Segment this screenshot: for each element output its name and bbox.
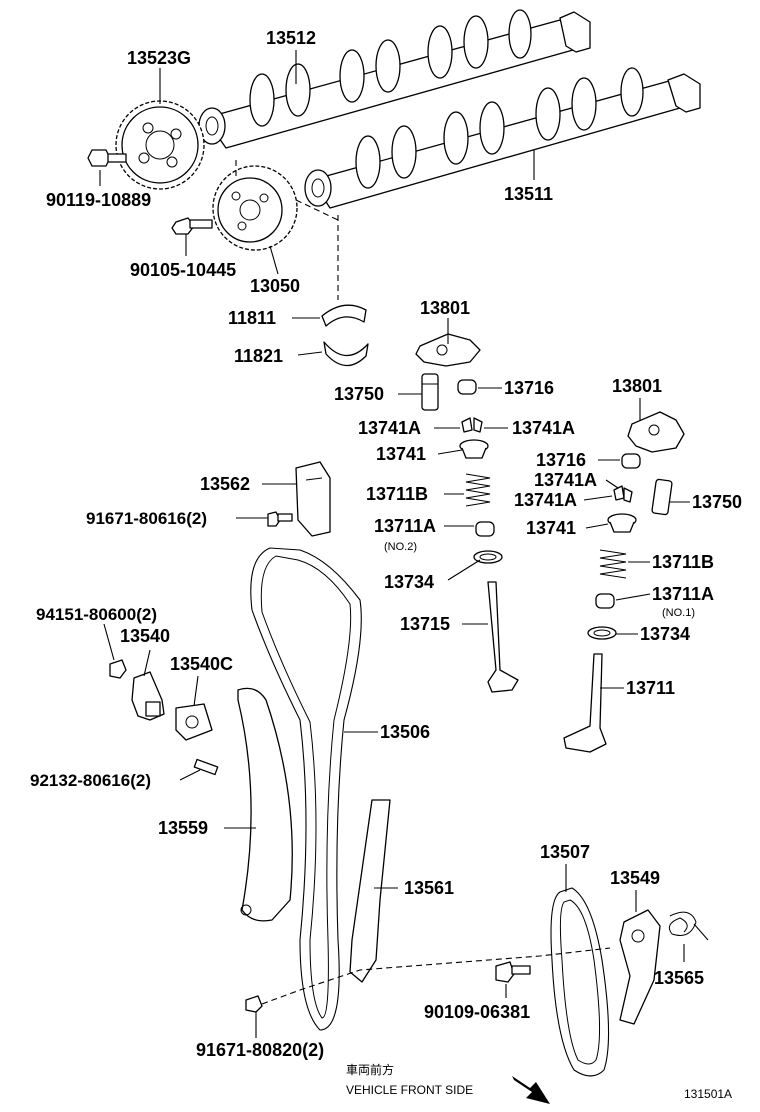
label-13565: 13565 bbox=[654, 968, 704, 988]
keepers-lower bbox=[613, 485, 633, 503]
vvt-bolt bbox=[171, 217, 213, 235]
label-94151-80600: 94151-80600(2) bbox=[36, 605, 157, 624]
label-13711: 13711 bbox=[626, 678, 675, 698]
timing-chain-sub bbox=[550, 887, 610, 1077]
label-13741-lower: 13741 bbox=[526, 518, 576, 538]
valve-spring-lower bbox=[599, 549, 627, 579]
lash-adjuster-upper bbox=[421, 373, 439, 411]
spacer-lower bbox=[621, 453, 641, 469]
chain-tensioner bbox=[131, 671, 165, 721]
label-13540: 13540 bbox=[120, 626, 170, 646]
label-91671-80820: 91671-80820(2) bbox=[196, 1040, 324, 1060]
arm-bolt bbox=[495, 961, 531, 983]
tensioner-gasket bbox=[175, 703, 213, 741]
label-13506: 13506 bbox=[380, 722, 430, 742]
label-13715: 13715 bbox=[400, 614, 450, 634]
front-text: VEHICLE FRONT SIDE bbox=[346, 1083, 473, 1097]
label-90109-06381: 90109-06381 bbox=[424, 1002, 530, 1022]
chain-damper bbox=[295, 461, 331, 537]
timing-chain-main bbox=[250, 547, 362, 1031]
intake-valve bbox=[563, 653, 607, 753]
label-13711a-lower: 13711A bbox=[652, 584, 714, 604]
leader-lines bbox=[99, 50, 690, 1038]
label-13750-lower: 13750 bbox=[692, 492, 742, 512]
note-no2: (NO.2) bbox=[384, 541, 417, 553]
bearing-upper bbox=[321, 304, 367, 327]
label-13741a-left: 13741A bbox=[358, 418, 421, 438]
rocker-arm-upper bbox=[415, 333, 481, 367]
damper-bolt bbox=[267, 511, 293, 527]
label-13750-upper: 13750 bbox=[334, 384, 384, 404]
exhaust-valve bbox=[487, 581, 519, 693]
exhaust-sprocket bbox=[115, 100, 205, 190]
tensioner-stud bbox=[193, 758, 219, 776]
exhaust-camshaft bbox=[198, 9, 591, 149]
label-11821: 11821 bbox=[234, 346, 283, 366]
rocker-arm-lower bbox=[627, 411, 685, 453]
intake-camshaft bbox=[304, 67, 701, 209]
label-91671-80616: 91671-80616(2) bbox=[86, 509, 207, 528]
label-13507: 13507 bbox=[540, 842, 590, 862]
diagram-id: 131501A bbox=[684, 1087, 732, 1101]
sprocket-bolt bbox=[87, 149, 127, 167]
tensioner-spring bbox=[668, 911, 709, 941]
label-13711a-upper: 13711A bbox=[374, 516, 436, 536]
label-92132-80616: 92132-80616(2) bbox=[30, 771, 151, 790]
label-11811: 11811 bbox=[228, 308, 276, 328]
label-13801-upper: 13801 bbox=[420, 298, 470, 318]
chain-guide bbox=[349, 799, 391, 983]
label-13050: 13050 bbox=[250, 276, 300, 296]
footer: 車両前方 VEHICLE FRONT SIDE 131501A bbox=[346, 1062, 732, 1101]
valve-seal-upper bbox=[473, 550, 503, 564]
label-13711b-upper: 13711B bbox=[366, 484, 428, 504]
retainer-upper bbox=[459, 439, 489, 459]
label-13716-upper: 13716 bbox=[504, 378, 554, 398]
label-90119-10889: 90119-10889 bbox=[46, 190, 151, 210]
keepers-upper bbox=[461, 417, 483, 433]
spring-seat-upper bbox=[475, 521, 495, 537]
label-13734-lower: 13734 bbox=[640, 624, 690, 644]
label-13711b-lower: 13711B bbox=[652, 552, 714, 572]
label-13559: 13559 bbox=[158, 818, 208, 838]
lash-adjuster-lower bbox=[651, 478, 673, 516]
label-13523g: 13523G bbox=[127, 48, 191, 68]
label-13741a-right: 13741A bbox=[512, 418, 575, 438]
label-13741-upper: 13741 bbox=[376, 444, 426, 464]
label-90105-10445: 90105-10445 bbox=[130, 260, 236, 280]
label-13562: 13562 bbox=[200, 474, 250, 494]
label-13741a-lower-2: 13741A bbox=[514, 490, 577, 510]
chain-slipper bbox=[237, 687, 293, 922]
label-13540c: 13540C bbox=[170, 654, 233, 674]
tensioner-bolt bbox=[109, 659, 127, 679]
label-13716-lower: 13716 bbox=[536, 450, 586, 470]
spacer-upper bbox=[457, 379, 477, 395]
tensioner-arm bbox=[619, 909, 661, 1025]
label-13741a-lower-1: 13741A bbox=[534, 470, 597, 490]
valve-seal-lower bbox=[587, 626, 617, 640]
note-no1: (NO.1) bbox=[662, 607, 695, 619]
vvt-gear bbox=[212, 165, 298, 251]
label-13511: 13511 bbox=[504, 184, 553, 204]
guide-bolt bbox=[245, 995, 263, 1013]
label-13561: 13561 bbox=[404, 878, 454, 898]
label-13549: 13549 bbox=[610, 868, 660, 888]
retainer-lower bbox=[607, 513, 637, 533]
label-13512: 13512 bbox=[266, 28, 316, 48]
front-arrow bbox=[512, 1076, 550, 1104]
spring-seat-lower bbox=[595, 593, 615, 609]
front-kanji: 車両前方 bbox=[346, 1062, 394, 1077]
label-13801-lower: 13801 bbox=[612, 376, 662, 396]
label-13734-upper: 13734 bbox=[384, 572, 434, 592]
valve-spring-upper bbox=[465, 473, 491, 507]
part-labels: 13512 13523G 90119-10889 13511 90105-104… bbox=[30, 28, 742, 1060]
bearing-lower bbox=[323, 341, 369, 367]
